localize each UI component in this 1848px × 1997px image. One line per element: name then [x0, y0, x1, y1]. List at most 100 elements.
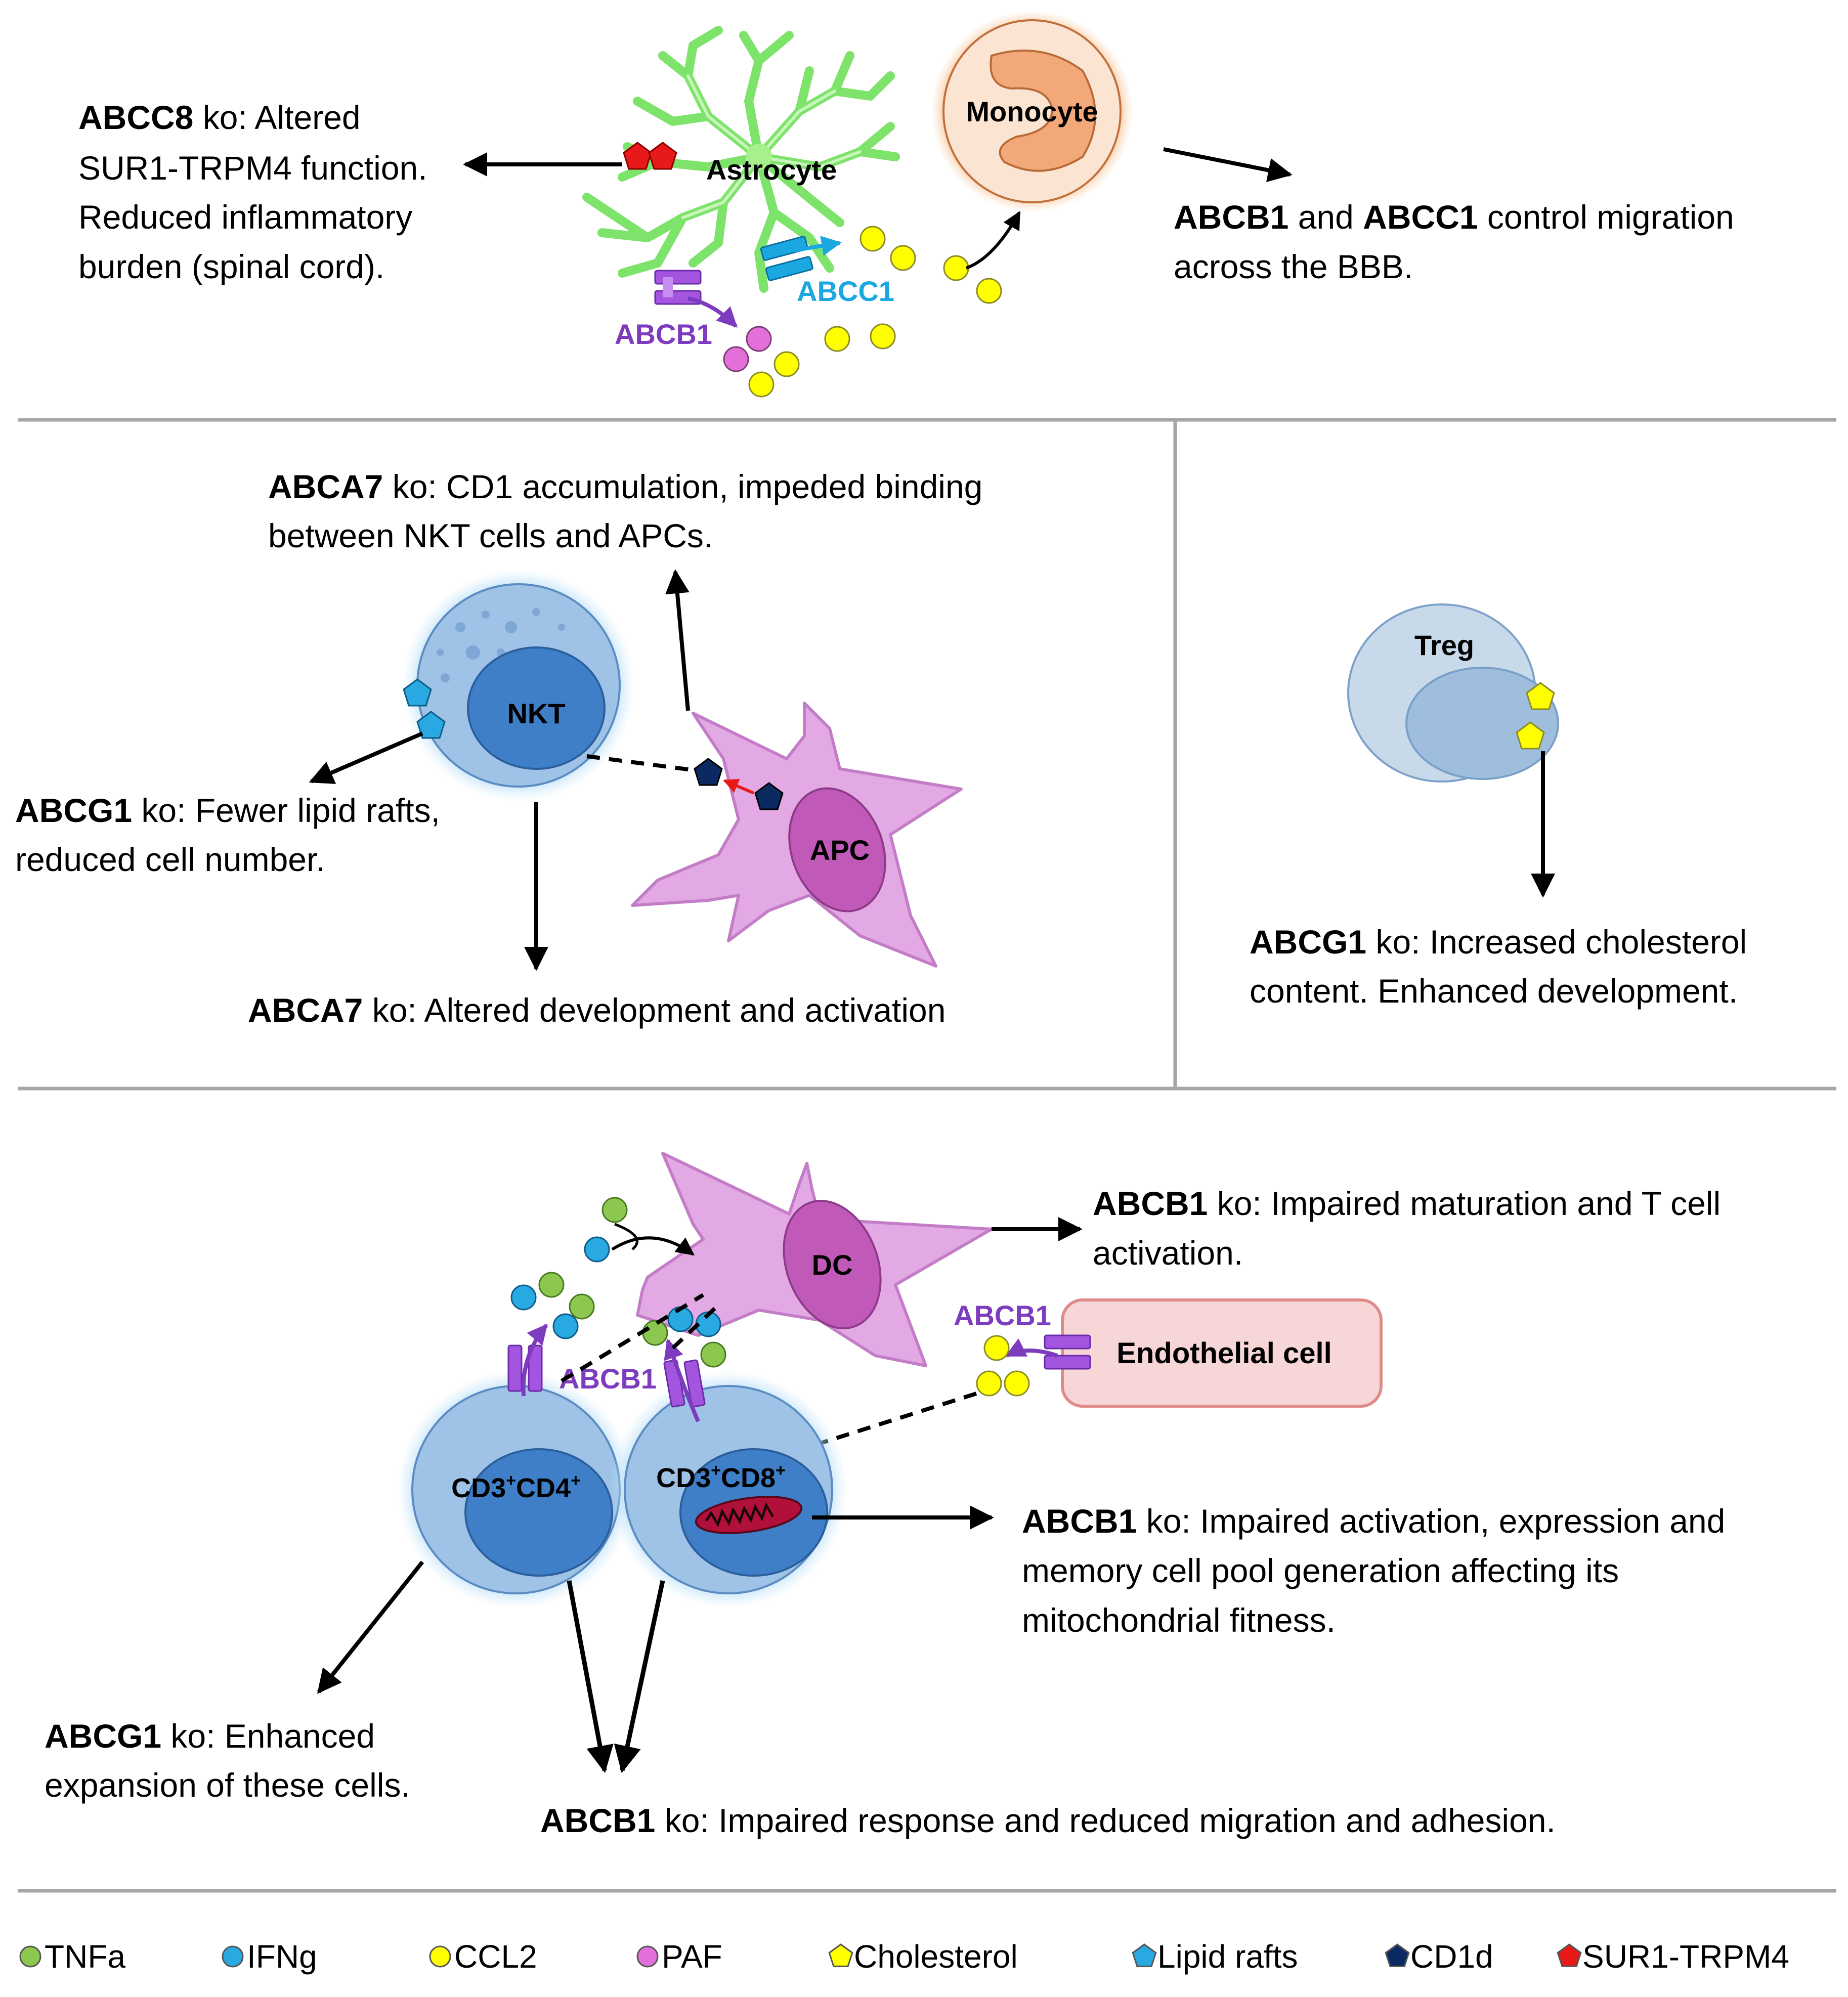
- legend-label: CCL2: [454, 1938, 537, 1975]
- legend-label: IFNg: [247, 1938, 317, 1975]
- abca7-top-text-line2: between NKT cells and APCs.: [268, 517, 713, 554]
- sur1-trpm4-pentagon: [648, 142, 677, 170]
- abcg1-nkt-text-line1: ABCG1 ko: Fewer lipid rafts,: [15, 792, 440, 829]
- ccl2-to-monocyte-arrow: [965, 210, 1021, 270]
- cd4-abcg1-arrow: [317, 1560, 424, 1694]
- legend-marker: [1132, 1943, 1157, 1967]
- legend-marker: [1385, 1943, 1410, 1967]
- cd4-tcell: [397, 1371, 635, 1609]
- legend-label: SUR1-TRPM4: [1582, 1938, 1789, 1975]
- astrocyte-nucleus: [746, 144, 772, 170]
- abcc8-text-line3: Reduced inflammatory: [78, 198, 412, 236]
- cd4-label: CD3+CD4+: [451, 1471, 581, 1503]
- abca7-top-text-line1: ABCA7 ko: CD1 accumulation, impeded bind…: [268, 468, 982, 505]
- middle-left-panel: ABCA7 ko: CD1 accumulation, impeded bind…: [15, 468, 982, 1029]
- lipid-raft-pentagon: [403, 678, 432, 707]
- bottom-panel: DC ABCB1 ko: Impaired maturation and T c…: [45, 1152, 1725, 1839]
- legend-marker: [222, 1945, 244, 1968]
- abcb1-transporter-cd4: [507, 1344, 543, 1392]
- abcg1-nkt-text-line2: reduced cell number.: [15, 841, 325, 878]
- panel-dividers: [18, 418, 1836, 1893]
- apc-abca7-arrow: [665, 569, 690, 711]
- dc-label: DC: [812, 1249, 853, 1281]
- monocyte-label: Monocyte: [966, 96, 1098, 127]
- nkt-label: NKT: [507, 698, 565, 729]
- cd8-dc-binding-line: [671, 1304, 720, 1350]
- cd4-text-line2: expansion of these cells.: [45, 1766, 410, 1804]
- cd4-efflux-arrow: [521, 1323, 548, 1397]
- cd8-label: CD3+CD8+: [656, 1461, 786, 1493]
- abcc1-efflux-arrow: [794, 236, 842, 256]
- paf-molecules: [723, 326, 772, 372]
- dc-cell: [636, 1152, 993, 1367]
- astrocyte-label: Astrocyte: [706, 154, 837, 186]
- abcb1-endothelial-label: ABCB1: [954, 1299, 1051, 1331]
- nkt-cell: [402, 569, 635, 802]
- tcell-endothelial-binding-line: [808, 1392, 977, 1449]
- abca7-bottom-text: ABCA7 ko: Altered development and activa…: [248, 991, 946, 1029]
- abcc1-transporter: [760, 236, 813, 281]
- migration-text-line1: ABCB1 and ABCC1 control migration: [1174, 198, 1734, 236]
- apc-cell: [631, 702, 963, 968]
- legend-label: PAF: [662, 1938, 722, 1975]
- cd8-text-line2: memory cell pool generation affecting it…: [1022, 1552, 1619, 1589]
- legend-label: CD1d: [1410, 1938, 1493, 1975]
- endothelial-label: Endothelial cell: [1116, 1337, 1331, 1370]
- legend-label: Lipid rafts: [1157, 1938, 1298, 1975]
- tnfa-molecules: [538, 1197, 726, 1368]
- ccl2-molecules: [748, 226, 1002, 398]
- abcc8-text-line1: ABCC8 ko: Altered: [78, 99, 361, 136]
- legend-label: TNFa: [45, 1938, 125, 1975]
- migration-text-line2: across the BBB.: [1174, 248, 1413, 285]
- cholesterol-pentagon: [1516, 721, 1545, 750]
- legend-marker: [1557, 1943, 1582, 1967]
- lipid-raft-pentagon: [416, 711, 446, 739]
- monocyte-migration-arrow: [1163, 147, 1293, 183]
- treg-cell: [1347, 603, 1559, 783]
- legend-label: Cholesterol: [854, 1938, 1018, 1975]
- cd4-dc-binding-line: [560, 1293, 705, 1383]
- middle-right-panel: Treg ABCG1 ko: Increased cholesterol con…: [1250, 603, 1747, 1010]
- cd1d-transport-arrow: [723, 778, 755, 795]
- dc-text-line2: activation.: [1093, 1234, 1243, 1272]
- sur1-trpm4-pentagon: [623, 142, 652, 170]
- mitochondrion-icon: [695, 1496, 803, 1534]
- cd1d-pentagon: [754, 782, 784, 810]
- nkt-abcg1-arrow: [309, 731, 423, 784]
- ifng-molecules: [510, 1236, 721, 1339]
- apc-label: APC: [810, 834, 870, 866]
- abcb1-transporter-endothelial: [1044, 1334, 1091, 1370]
- cytokine-to-dc-arrow: [611, 1236, 695, 1256]
- legend-marker: [828, 1943, 853, 1967]
- abcc1-label: ABCC1: [797, 275, 894, 307]
- abcc8-text-line4: burden (spinal cord).: [78, 248, 384, 285]
- abcb1-efflux-arrow: [687, 296, 738, 328]
- nkt-apc-binding-line: [586, 754, 696, 772]
- legend-marker: [429, 1945, 451, 1968]
- cd8-tcell: [610, 1371, 847, 1609]
- shared-text: ABCB1 ko: Impaired response and reduced …: [540, 1802, 1556, 1839]
- cd8-shared-arrow: [614, 1580, 665, 1773]
- monocyte-cell: [931, 10, 1133, 212]
- abcb1-tcell-label: ABCB1: [559, 1363, 657, 1395]
- ccl2-molecules-endothelial: [976, 1335, 1030, 1397]
- cd8-text-line1: ABCB1 ko: Impaired activation, expressio…: [1022, 1502, 1725, 1540]
- abcc8-text-line2: SUR1-TRPM4 function.: [78, 149, 427, 187]
- endothelial-efflux-arrow: [1005, 1338, 1058, 1358]
- legend: TNFa IFNg CCL2 PAF Cholesterol Lipid rafts CD1…: [19, 1938, 1789, 1975]
- cd1d-pentagon: [694, 758, 723, 786]
- top-panel: Astrocyte ABCB1 ABCC1: [78, 10, 1734, 398]
- abcg1-treg-text-line1: ABCG1 ko: Increased cholesterol: [1250, 923, 1747, 961]
- legend-marker: [636, 1945, 659, 1968]
- dc-text-line1: ABCB1 ko: Impaired maturation and T cell: [1093, 1185, 1721, 1222]
- abcb1-label: ABCB1: [615, 318, 712, 350]
- endothelial-cell: [1061, 1298, 1383, 1408]
- cholesterol-pentagon: [1526, 682, 1555, 710]
- abcb1-transporter-cd8: [663, 1359, 706, 1408]
- cd4-shared-arrow: [567, 1580, 614, 1773]
- legend-marker: [19, 1945, 41, 1968]
- cd8-efflux-arrow: [664, 1338, 700, 1422]
- abcg1-treg-text-line2: content. Enhanced development.: [1250, 972, 1738, 1010]
- cd4-text-line1: ABCG1 ko: Enhanced: [45, 1717, 375, 1755]
